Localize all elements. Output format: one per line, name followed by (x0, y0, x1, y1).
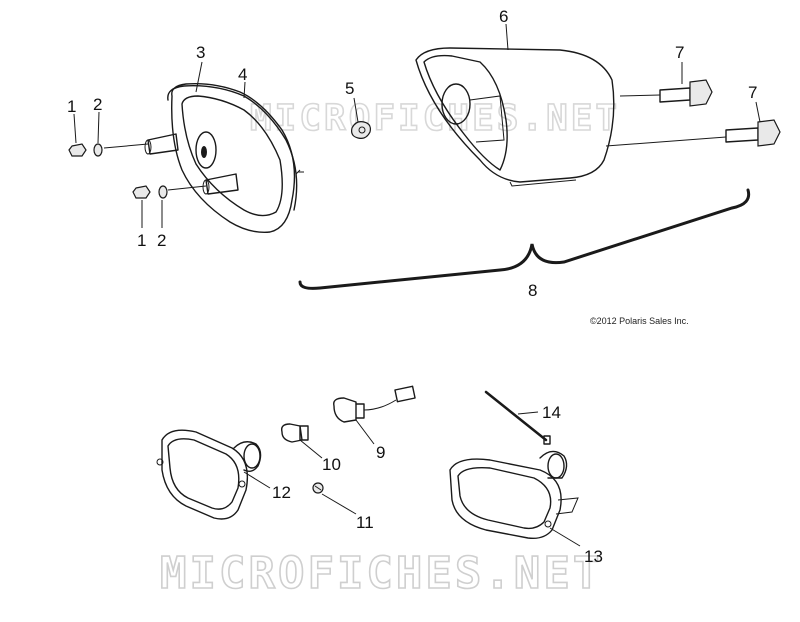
clip-part-5[interactable] (351, 121, 371, 139)
watermark-bottom: MICROFICHES.NET (160, 548, 602, 599)
callout-12: 12 (272, 483, 291, 502)
callout-6: 6 (499, 7, 508, 26)
callout-1-upper: 1 (67, 97, 76, 116)
callout-7-lower: 7 (748, 83, 757, 102)
tail-light-part-6[interactable] (415, 47, 615, 187)
headlight-part-13[interactable] (449, 450, 579, 540)
callout-14: 14 (542, 403, 561, 422)
callout-13: 13 (584, 547, 603, 566)
nut-part-1-upper[interactable] (68, 143, 87, 157)
bolt-part-7-upper[interactable] (659, 79, 713, 107)
socket-part-9[interactable] (333, 385, 416, 423)
headlight-part-12[interactable] (156, 429, 262, 520)
callout-10: 10 (322, 455, 341, 474)
housing-part-3[interactable] (144, 82, 296, 233)
callout-2-upper: 2 (93, 95, 102, 114)
callout-4: 4 (238, 65, 247, 84)
nut-part-1-lower[interactable] (132, 185, 151, 199)
watermark-top: MICROFICHES.NET (250, 98, 620, 139)
washer-part-2-lower[interactable] (158, 185, 168, 199)
callout-11: 11 (356, 513, 374, 532)
callout-3: 3 (196, 43, 205, 62)
callout-7-upper: 7 (675, 43, 684, 62)
callout-9: 9 (376, 443, 385, 462)
bulb-part-10[interactable] (280, 423, 309, 443)
callout-8: 8 (528, 281, 537, 300)
copyright-notice: ©2012 Polaris Sales Inc. (590, 316, 689, 326)
callout-2-lower: 2 (157, 231, 166, 250)
washer-part-2-upper[interactable] (93, 143, 103, 157)
screw-part-11[interactable] (312, 482, 324, 494)
bolt-part-7-lower[interactable] (725, 119, 781, 147)
callout-5: 5 (345, 79, 354, 98)
cable-tie-part-14[interactable] (484, 390, 551, 445)
callout-1-lower: 1 (137, 231, 146, 250)
assembly-bracket-8 (298, 188, 751, 290)
